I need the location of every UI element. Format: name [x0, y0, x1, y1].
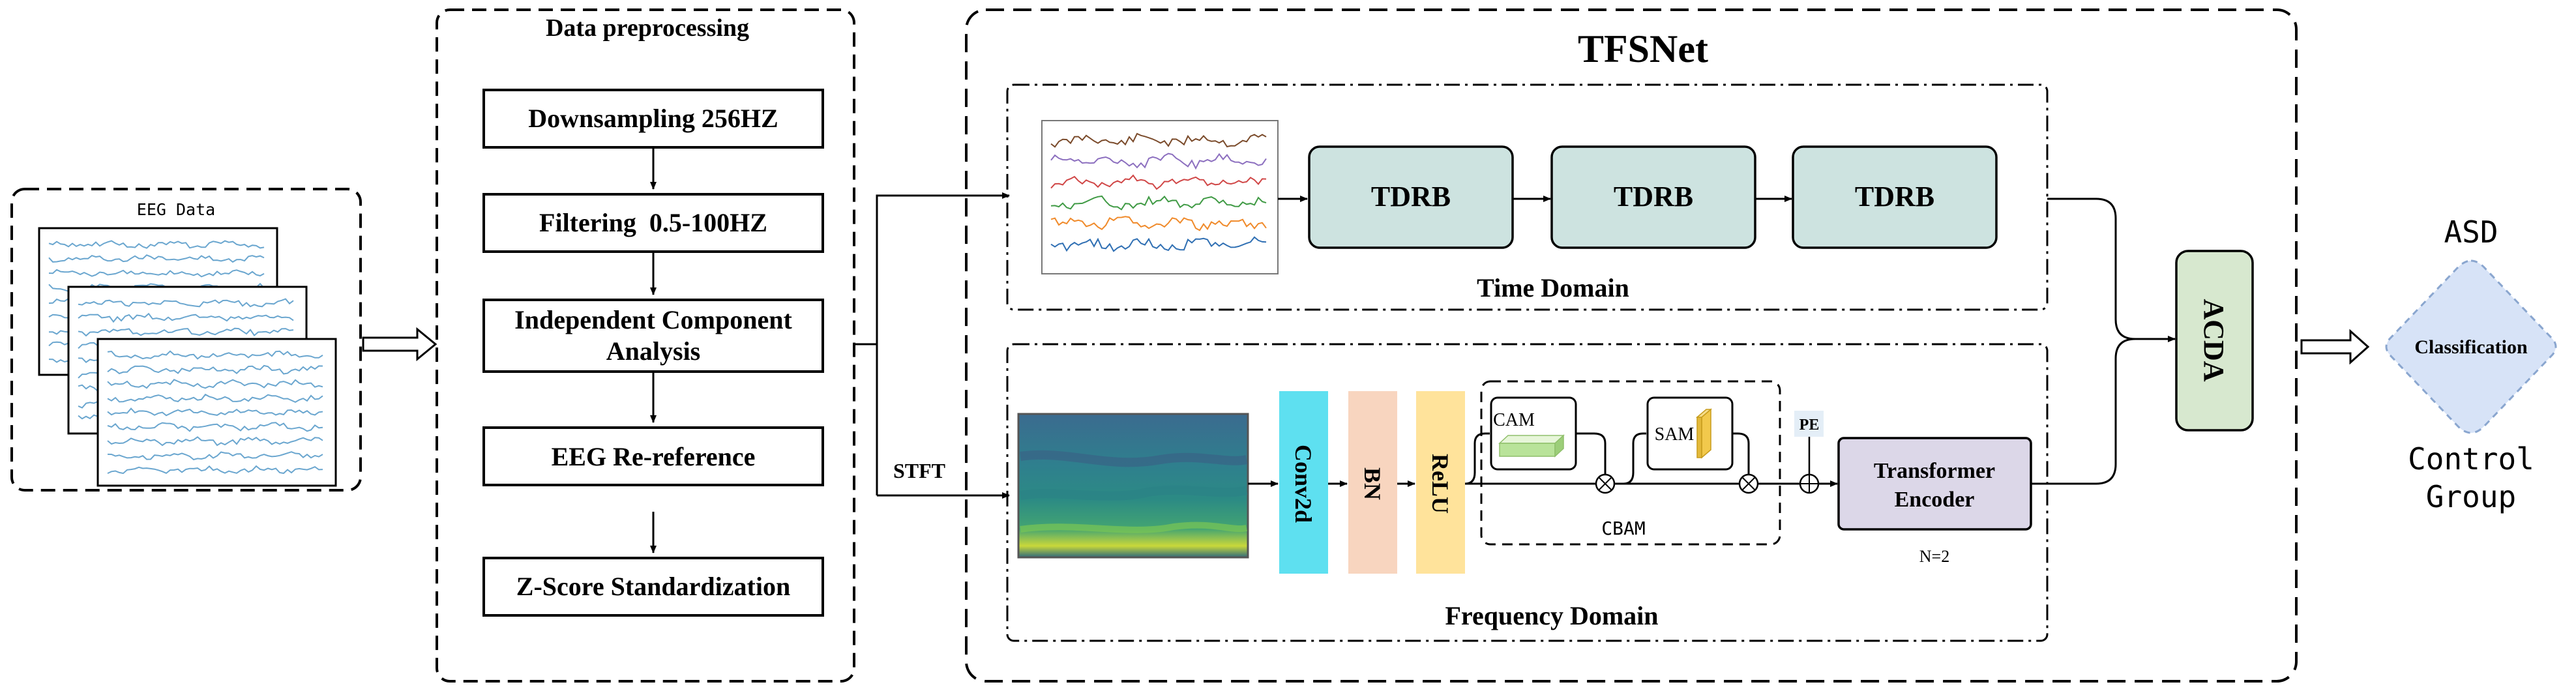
sam-label: SAM: [1655, 424, 1695, 445]
signal-trace: [1050, 216, 1267, 231]
pe-label: PE: [1799, 417, 1820, 434]
bn-label: BN: [1359, 467, 1385, 500]
preprocessing-title: Data preprocessing: [546, 14, 749, 42]
classification-label: Classification: [2414, 336, 2528, 358]
control-label-line1: Control: [2408, 441, 2534, 477]
pe-box: [1794, 411, 1824, 437]
frequency-domain-label: Frequency Domain: [1445, 601, 1658, 630]
filtering-box: [482, 193, 824, 253]
frequency-domain-frame: [1006, 343, 2049, 642]
acda-block: [2175, 250, 2254, 432]
cam-label: CAM: [1493, 410, 1535, 430]
downsampling-box: [482, 89, 824, 149]
stft-label: STFT: [893, 459, 945, 482]
transformer-label-line1: Transformer: [1874, 459, 1995, 483]
cam-module: [1490, 396, 1577, 471]
eeg-data-title: EEG Data: [137, 200, 215, 219]
cbam-flow: CAM SAM: [1464, 396, 1807, 494]
classification-output: ASD Classification Control Group: [2385, 214, 2557, 514]
signal-trace: [1050, 153, 1267, 170]
ica-label-line1: Independent Component: [514, 305, 792, 334]
tdrb-label-1: TDRB: [1371, 181, 1451, 213]
time-signal-plot: [1041, 120, 1279, 274]
eeg-data-frame: [10, 188, 362, 492]
classification-diamond: [2385, 259, 2557, 434]
conv2d-label: Conv2d: [1290, 445, 1316, 523]
tfsnet-title: TFSNet: [1578, 27, 1708, 70]
n-layers-label: N=2: [1919, 547, 1949, 566]
asd-label: ASD: [2444, 214, 2498, 250]
ica-label-line2: Analysis: [606, 336, 701, 366]
preprocessing-panel: Data preprocessing Downsampling 256HZ Fi…: [436, 8, 855, 683]
filtering-label: Filtering 0.5-100HZ: [539, 208, 767, 237]
tdrb-label-3: TDRB: [1855, 181, 1934, 213]
tdrb-block-3: [1792, 145, 1998, 249]
preprocessing-frame: [436, 8, 855, 683]
rereference-box: [482, 426, 824, 486]
spectrogram-image: [1017, 413, 1249, 559]
control-label-line2: Group: [2426, 479, 2516, 514]
tdrb-block-1: [1308, 145, 1514, 249]
signal-trace: [1050, 195, 1267, 211]
tfsnet-panel: TFSNet Time Domain TDRB TDRB TDRB Freque…: [965, 8, 2298, 683]
downsampling-label: Downsampling 256HZ: [528, 104, 778, 133]
conv2d-layer: [1279, 391, 1328, 574]
relu-label: ReLU: [1427, 454, 1453, 514]
time-domain-label: Time Domain: [1477, 273, 1629, 302]
signal-trace: [1050, 132, 1267, 148]
time-domain-frame: [1006, 83, 2049, 311]
hollow-arrow-icon: [362, 327, 437, 362]
cbam-label: CBAM: [1601, 518, 1645, 539]
transformer-label-line2: Encoder: [1895, 488, 1975, 512]
tfsnet-frame: [965, 8, 2298, 683]
tdrb-label-2: TDRB: [1614, 181, 1693, 213]
rereference-label: EEG Re-reference: [552, 442, 756, 471]
ica-box: [482, 299, 824, 373]
bn-layer: [1348, 391, 1397, 574]
freq-branch-connector: [2031, 338, 2136, 485]
time-branch-connector: [2047, 198, 2136, 340]
relu-layer: [1416, 391, 1465, 574]
zscore-label: Z-Score Standardization: [516, 572, 790, 601]
acda-label: ACDA: [2198, 299, 2230, 381]
eeg-data-group: EEG Data: [10, 188, 362, 492]
spatial-attention-map-icon: [1695, 408, 1713, 459]
signal-trace: [1050, 174, 1267, 190]
hollow-arrow-icon: [2300, 329, 2370, 365]
channel-attention-bar-icon: [1498, 434, 1565, 458]
zscore-box: [482, 557, 824, 617]
cbam-frame: [1480, 380, 1781, 546]
signal-trace: [1050, 236, 1267, 252]
branch-connectors: STFT: [855, 192, 1010, 499]
transformer-encoder: [1837, 437, 2032, 531]
eeg-signal-sheet: [96, 338, 337, 487]
tdrb-block-2: [1550, 145, 1756, 249]
